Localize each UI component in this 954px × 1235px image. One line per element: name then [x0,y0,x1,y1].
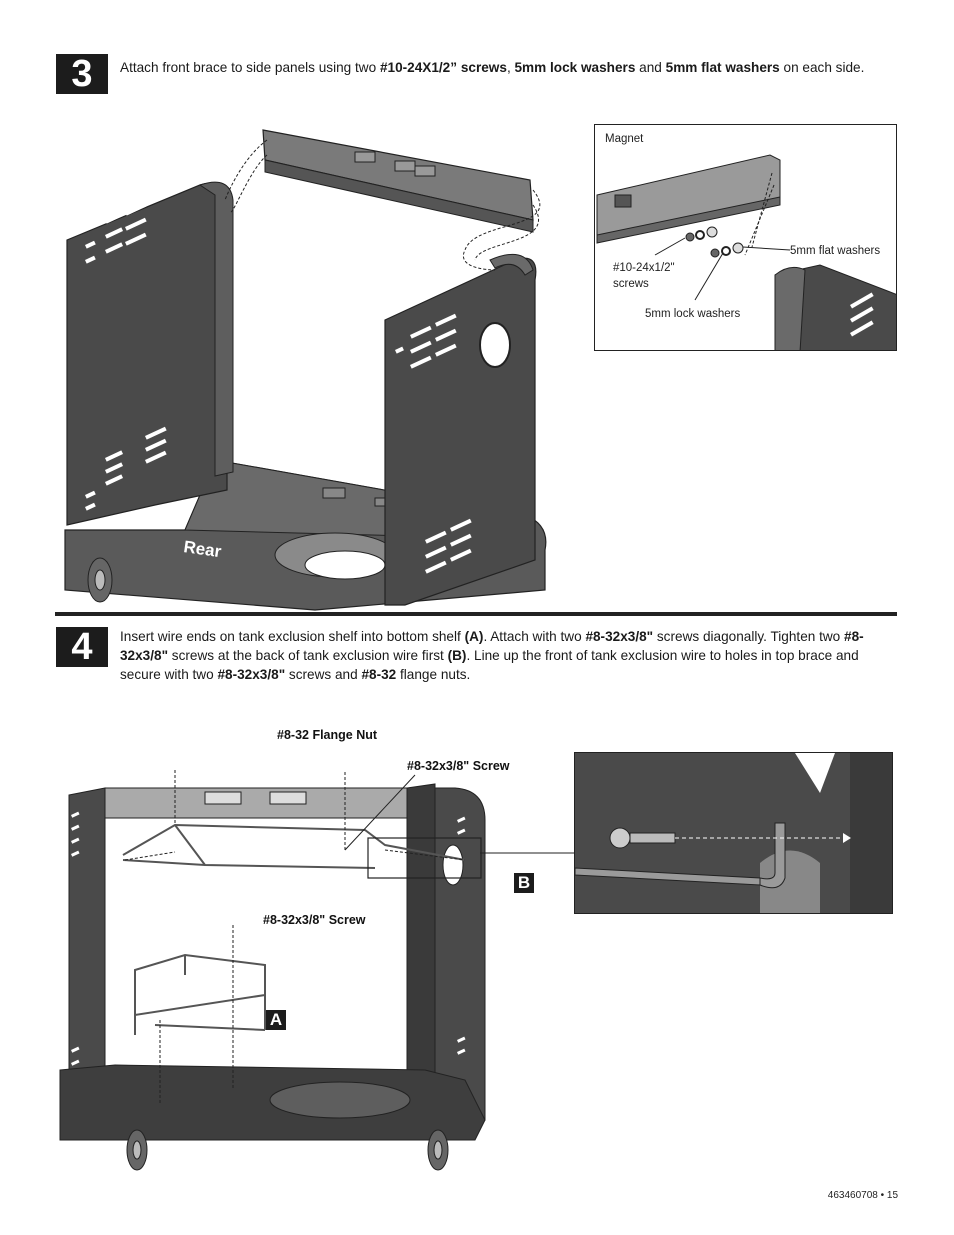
instruction-segment: #8-32x3/8" [217,667,286,682]
page-footer: 463460708 • 15 [827,1190,898,1201]
instruction-segment: 5mm lock washers [514,60,636,75]
instruction-segment: screws diagonally. Tighten two [653,629,845,644]
step-3-instruction: Attach front brace to side panels using … [120,58,900,77]
screw-label-mid: #8-32x3/8" Screw [263,913,366,927]
instruction-segment: and [635,60,666,75]
instruction-segment: Attach front brace to side panels using … [120,60,380,75]
instruction-segment: #8-32x3/8" [120,629,864,663]
instruction-segment: . Attach with two [483,629,586,644]
callout-a: A [266,1010,286,1030]
detail-leader-line [480,852,575,854]
flange-nut-label: #8-32 Flange Nut [277,728,378,742]
instruction-segment: (B) [447,648,467,663]
detail-b-illustration [575,753,892,913]
magnet-label: Magnet [605,133,644,145]
instruction-segment: screws and [285,667,362,682]
instruction-segment: . Line up the front of tank exclusion wi… [120,648,859,682]
step-4-detail-b-inset [574,752,893,914]
screws-label-line2: screws [613,278,649,290]
step-3-assembly-illustration: Rear [64,129,547,611]
step-4-instruction: Insert wire ends on tank exclusion shelf… [120,627,895,684]
screw-label-top: #8-32x3/8" Screw [407,759,510,773]
instruction-segment: flange nuts. [396,667,471,682]
instruction-segment: screws at the back of tank exclusion wir… [168,648,448,663]
lock-washers-label: 5mm lock washers [645,308,741,320]
screws-label-line1: #10-24x1/2" [613,262,675,274]
flat-washers-label: 5mm flat washers [790,245,881,257]
instruction-segment: 5mm flat washers [665,60,780,75]
step-3-badge: 3 [56,54,108,94]
instruction-segment: #8-32 [361,667,397,682]
step-4-assembly-illustration [59,770,486,1171]
instruction-segment: on each side. [779,60,865,75]
inset-brace-illustration [596,154,896,350]
step-3-detail-inset: Magnet 5mm flat washers #10-24x1/2" scre… [594,124,897,351]
callout-b: B [514,873,534,893]
step-4-badge: 4 [56,627,108,667]
instruction-segment: #10-24X1/2” screws [379,60,507,75]
instruction-segment: , [506,60,515,75]
instruction-segment: (A) [464,629,484,644]
step-divider [55,612,897,616]
instruction-segment: #8-32x3/8" [585,629,654,644]
instruction-segment: Insert wire ends on tank exclusion shelf… [120,629,465,644]
